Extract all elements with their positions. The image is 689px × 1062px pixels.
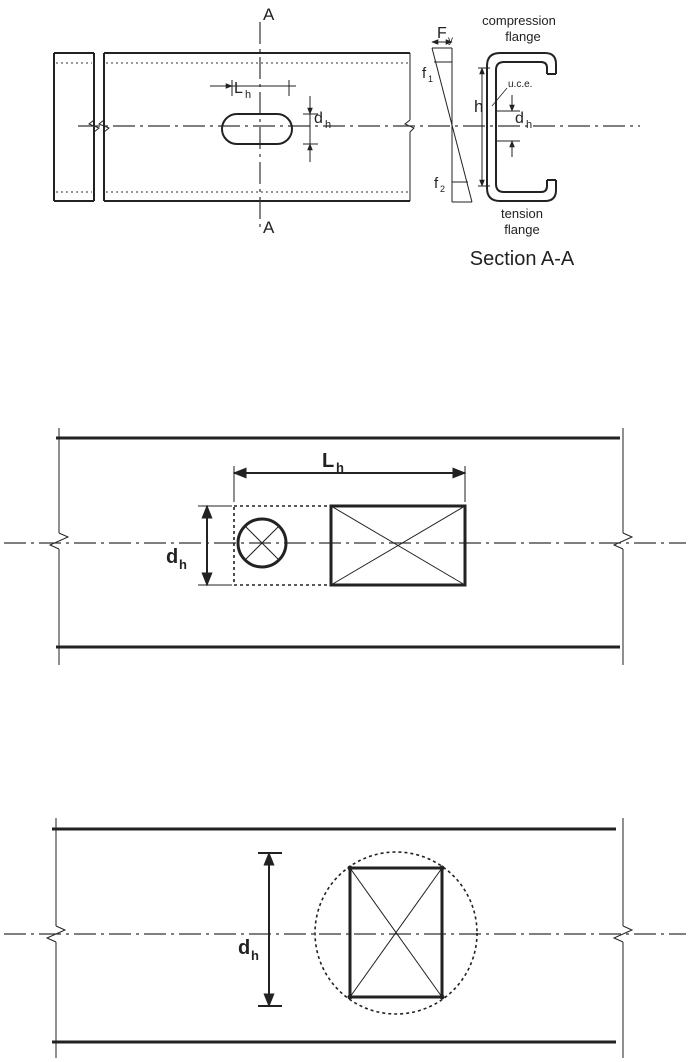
- circle-depth-subscript: h: [251, 948, 259, 963]
- slot-length-label: L: [234, 80, 243, 97]
- uce-leader: [492, 88, 507, 106]
- stress-diagram: F y f 1 f 2: [422, 25, 472, 202]
- slotted-hole: [222, 114, 292, 144]
- circle-depth-dimension: d h: [238, 853, 282, 1006]
- tension-flange-label-line1: tension: [501, 206, 543, 221]
- section-caption: Section A-A: [470, 248, 575, 270]
- opening-length-dimension: L h: [234, 450, 465, 502]
- opening-depth-label: d: [166, 546, 178, 568]
- yield-stress-subscript: y: [448, 35, 453, 46]
- member-elevation: [89, 53, 414, 201]
- figure-multiple-openings: L h d h: [4, 428, 686, 665]
- section-mark-bottom: A: [263, 218, 275, 237]
- slot-length-subscript: h: [245, 89, 251, 101]
- tension-flange-label-line2: flange: [504, 222, 539, 237]
- opening-length-label: L: [322, 450, 334, 472]
- compression-flange-label-line2: flange: [505, 29, 540, 44]
- opening-length-subscript: h: [336, 460, 344, 475]
- compression-flange-label-line1: compression: [482, 13, 556, 28]
- circle-depth-label: d: [238, 937, 250, 959]
- stress-bottom-label: f: [434, 175, 439, 192]
- figure-circumscribed-opening: d h: [4, 818, 686, 1058]
- stress-top-subscript: 1: [428, 74, 433, 84]
- rectangular-opening: [331, 506, 465, 585]
- figure-slotted-hole: A A L h d h: [54, 5, 640, 270]
- yield-stress-label: F: [437, 25, 447, 42]
- section-hole-depth-label: d: [515, 110, 524, 127]
- channel-section: [487, 53, 556, 201]
- web-height-label: h: [474, 97, 483, 116]
- uce-label: u.c.e.: [508, 79, 532, 90]
- stress-bottom-subscript: 2: [440, 184, 445, 194]
- opening-depth-dimension: d h: [166, 506, 232, 585]
- stress-top-label: f: [422, 65, 427, 82]
- slot-depth-subscript: h: [325, 119, 331, 131]
- slot-depth-label: d: [314, 110, 323, 127]
- slot-length-dimension: L h: [210, 80, 296, 101]
- member-end-segment: [54, 53, 94, 201]
- rectangular-opening-3: [348, 866, 445, 1000]
- section-mark-top: A: [263, 5, 275, 24]
- slot-depth-dimension: d h: [303, 96, 331, 162]
- section-hole-depth-subscript: h: [526, 119, 532, 131]
- equivalent-opening-envelope: [234, 506, 331, 585]
- opening-depth-subscript: h: [179, 557, 187, 572]
